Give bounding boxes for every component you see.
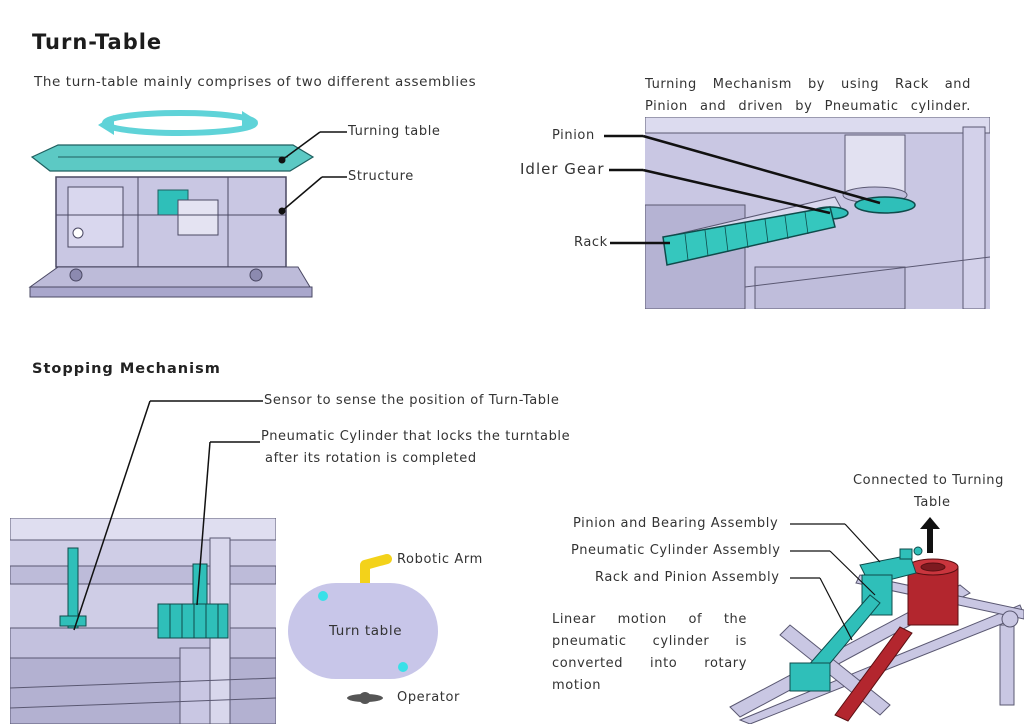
connected-label-line1: Connected to Turning [853,473,1004,488]
red-housing [834,558,959,722]
rotation-arrow-icon [98,110,258,136]
cylinder-label-line2: after its rotation is completed [265,451,477,466]
linear-motion-caption: Linear motion of the pneumatic cylinder … [552,612,747,693]
robotic-arm-icon [360,554,392,592]
turn-table-shape [288,583,438,679]
page-subtitle: The turn-table mainly comprises of two d… [34,74,477,90]
rack-label: Rack [574,235,608,250]
stopping-mechanism-heading: Stopping Mechanism [32,361,221,377]
structure-label: Structure [348,169,414,184]
page-title: Turn-Table [32,30,163,54]
rack-pinion-illustration [645,117,990,309]
rack-pinion-label: Rack and Pinion Assembly [595,570,780,585]
turning-mechanism-caption: Turning Mechanism by using Rack and Pini… [645,77,971,114]
sensor-label: Sensor to sense the position of Turn-Tab… [264,393,560,408]
pinion-bearing-label: Pinion and Bearing Assembly [573,516,779,531]
stopping-mechanism-illustration [10,518,276,724]
operator-label: Operator [397,690,460,705]
pinion-label: Pinion [552,128,595,143]
operator-icon [347,692,383,704]
arrow-up-icon [920,517,940,553]
idler-gear-label: Idler Gear [520,160,605,178]
assembly-illustration [729,517,1024,724]
turntable-illustration [28,110,315,298]
robotic-arm-label: Robotic Arm [397,552,483,567]
layout-sketch [288,554,438,704]
connected-label-line2: Table [914,495,951,510]
pneumatic-cylinder-label: Pneumatic Cylinder Assembly [571,543,781,558]
turning-table-label: Turning table [348,124,441,139]
turn-table-label: Turn table [329,623,403,639]
cylinder-label-line1: Pneumatic Cylinder that locks the turnta… [261,429,571,444]
